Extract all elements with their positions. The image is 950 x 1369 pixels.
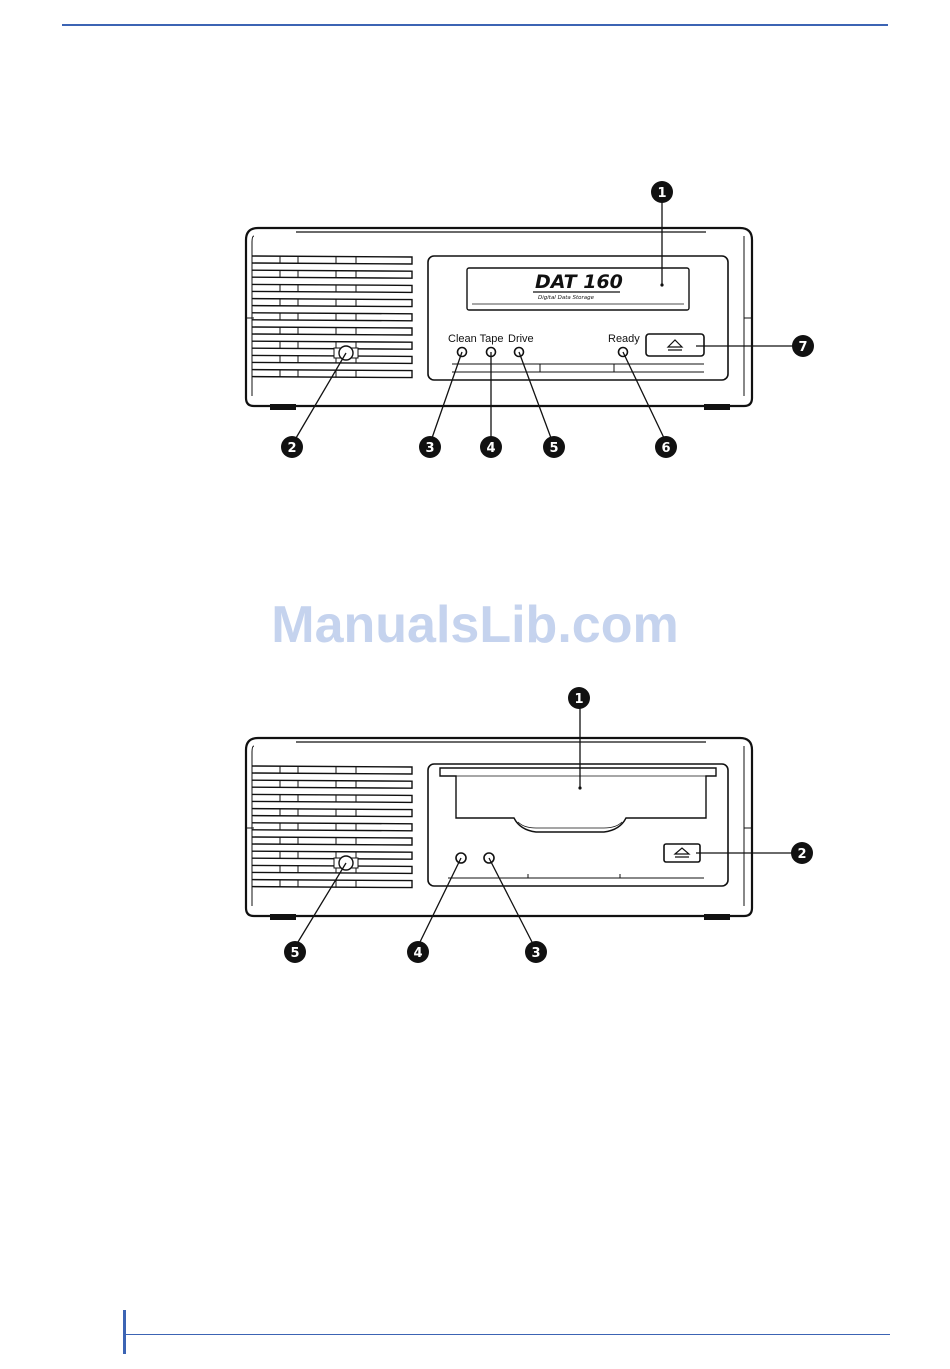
vent-slat (252, 299, 412, 307)
svg-text:2: 2 (797, 847, 806, 862)
front-bezel (428, 764, 728, 886)
vent-slat (252, 865, 412, 873)
led-label-ready: Ready (608, 333, 640, 345)
led-label-drive: Drive (508, 333, 534, 345)
bottom-rule (125, 1334, 890, 1335)
tape-door-inner (518, 822, 622, 828)
svg-text:4: 4 (486, 441, 495, 456)
callout-1: 1 (651, 181, 673, 203)
figure-2-drive-front-view: 1 2 3 4 5 (0, 680, 950, 980)
callout-2: 2 (281, 436, 303, 458)
top-rule (62, 24, 888, 26)
bottom-margin-tick (123, 1310, 126, 1354)
callout-3: 3 (419, 436, 441, 458)
chassis-inner-top (252, 236, 254, 396)
vent-slat (252, 327, 412, 335)
tape-door (440, 768, 716, 832)
svg-text:5: 5 (290, 946, 299, 961)
svg-text:6: 6 (661, 441, 670, 456)
callout-7: 7 (792, 335, 814, 357)
callout-2: 2 (791, 842, 813, 864)
svg-text:3: 3 (531, 946, 540, 961)
led-label-clean-tape: Clean Tape (448, 333, 503, 345)
vent-slat (252, 794, 412, 802)
callout-5: 5 (543, 436, 565, 458)
vent-slat (252, 256, 412, 264)
vent-slat (252, 823, 412, 831)
vent-slat (252, 284, 412, 292)
vent-slat (252, 809, 412, 817)
vent-slat (252, 837, 412, 845)
callout-4: 4 (407, 941, 429, 963)
vent-grille (252, 256, 412, 378)
vent-slat (252, 851, 412, 859)
vent-slat (252, 766, 412, 774)
foot-left (270, 914, 296, 920)
svg-text:5: 5 (549, 441, 558, 456)
bezel-strip (452, 364, 704, 372)
chassis-inner-top (252, 746, 254, 906)
callout-4: 4 (480, 436, 502, 458)
vent-slat (252, 313, 412, 321)
vent-slat (252, 780, 412, 788)
figure-1-drive-front-view: DAT 160 Digital Data Storage Clean Tape … (0, 170, 950, 480)
svg-text:2: 2 (287, 441, 296, 456)
callout-1: 1 (568, 687, 590, 709)
callout-6: 6 (655, 436, 677, 458)
logo-subtitle: Digital Data Storage (538, 295, 595, 301)
callout-3: 3 (525, 941, 547, 963)
vent-grille (252, 766, 412, 888)
callout-5: 5 (284, 941, 306, 963)
foot-right (704, 914, 730, 920)
vent-slat (252, 341, 412, 349)
foot-left (270, 404, 296, 410)
vent-slat (252, 355, 412, 363)
dat160-logo: DAT 160 (535, 271, 623, 293)
svg-text:4: 4 (413, 946, 422, 961)
svg-text:1: 1 (657, 186, 666, 201)
leader-lines (298, 708, 798, 942)
vent-slat (252, 270, 412, 278)
svg-text:1: 1 (574, 692, 583, 707)
watermark: ManualsLib.com (0, 595, 950, 655)
foot-right (704, 404, 730, 410)
eject-button[interactable] (646, 334, 704, 356)
svg-text:3: 3 (425, 441, 434, 456)
eject-button[interactable] (664, 844, 700, 862)
svg-text:7: 7 (798, 340, 807, 355)
bezel-strip (448, 874, 704, 878)
